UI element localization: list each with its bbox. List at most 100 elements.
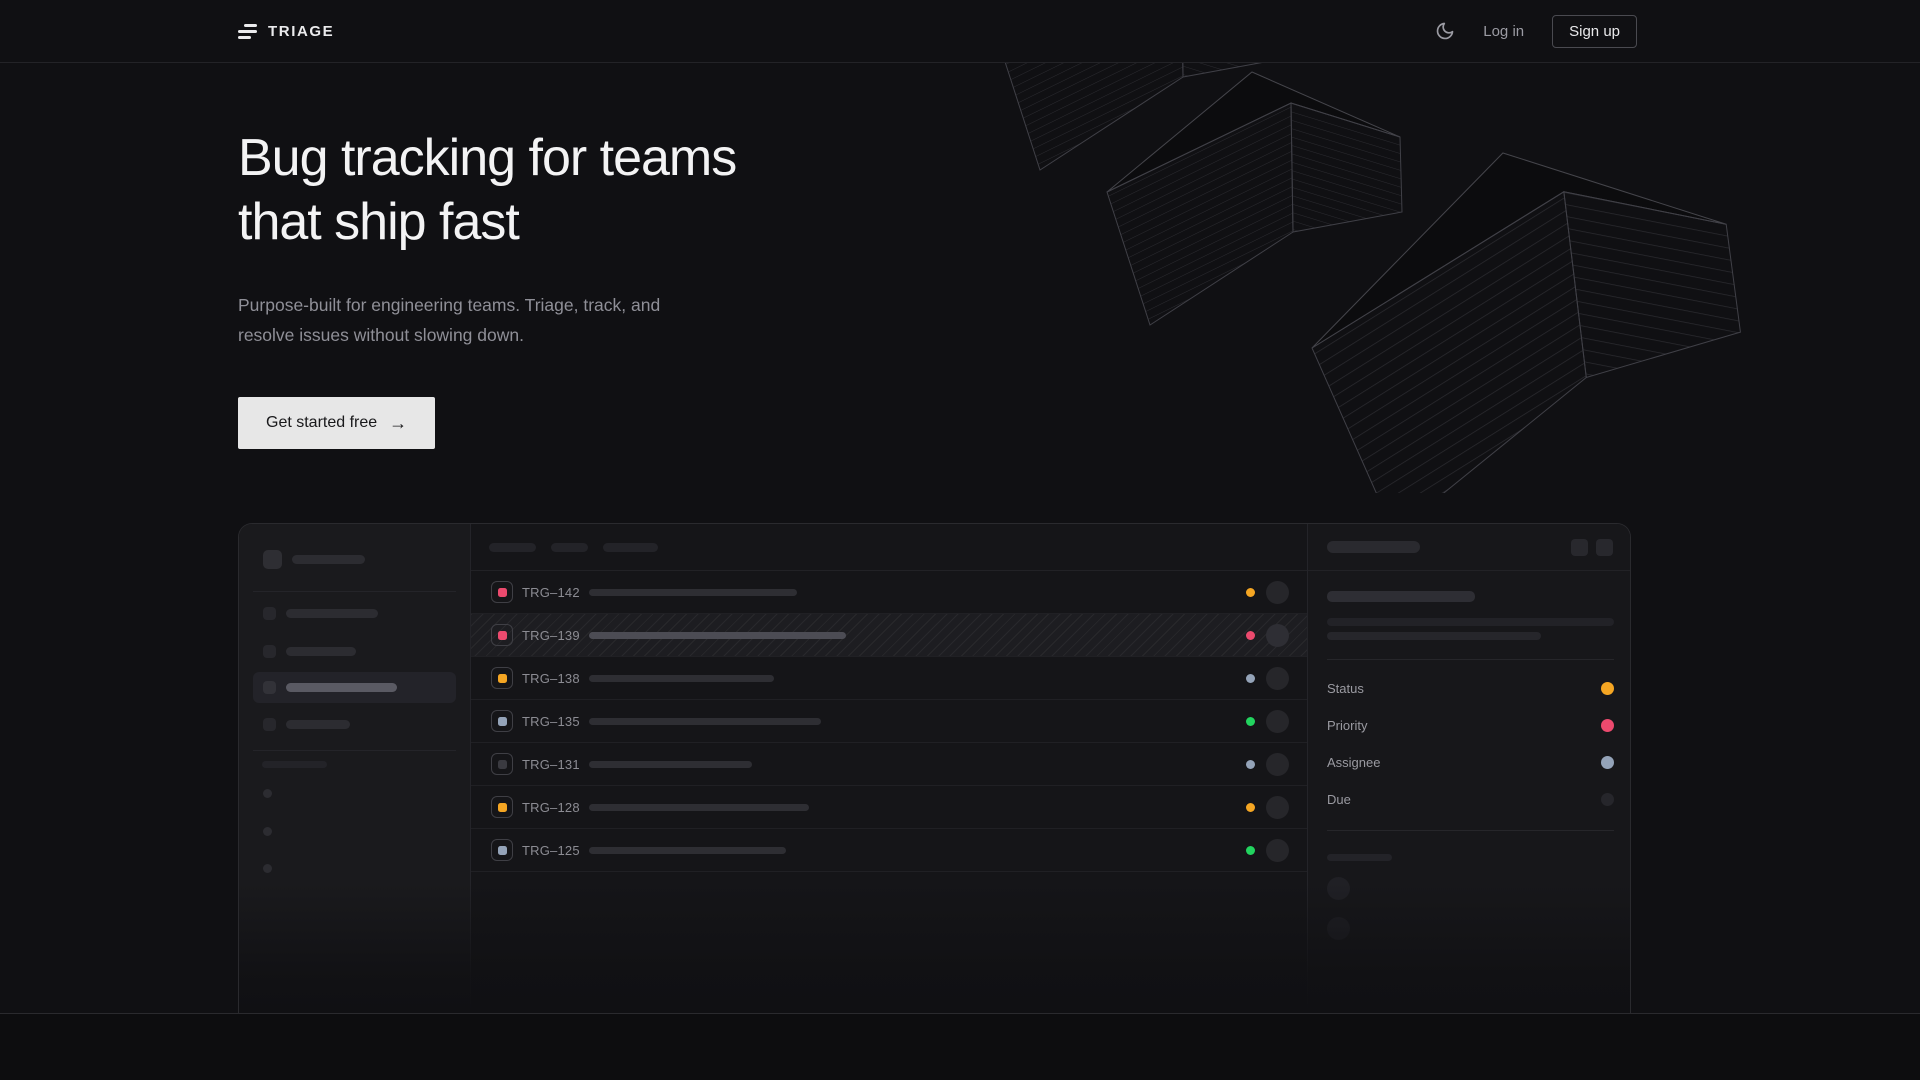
detail-action-button xyxy=(1571,539,1588,556)
issue-row: TRG–142 xyxy=(471,571,1307,614)
assignee-avatar xyxy=(1266,838,1289,862)
hero-title-line1: Bug tracking for teams xyxy=(238,129,737,187)
brand-logo[interactable]: TRIAGE xyxy=(238,23,334,40)
top-nav: TRIAGE Log in Sign up xyxy=(0,0,1920,63)
assignee-avatar xyxy=(1266,623,1289,647)
workspace-avatar xyxy=(263,550,282,569)
detail-description-skeleton xyxy=(1327,632,1541,640)
issue-title-skeleton xyxy=(589,674,774,682)
issue-title-skeleton xyxy=(589,717,821,725)
arrow-right-icon: → xyxy=(389,413,408,433)
activity-label-skeleton xyxy=(1327,854,1392,861)
issue-status-dot xyxy=(1246,759,1255,769)
issue-row: TRG–128 xyxy=(471,786,1307,829)
issue-id: TRG–125 xyxy=(522,842,580,858)
detail-title-skeleton xyxy=(1327,591,1475,602)
app-mockup-card: TRG–142 TRG–139 TRG–138 xyxy=(238,523,1631,1013)
field-value-dot xyxy=(1601,755,1614,769)
issue-type-icon xyxy=(491,753,513,775)
sidebar-divider xyxy=(253,591,456,592)
sidebar-nav-item xyxy=(263,645,356,658)
issue-type-icon xyxy=(491,624,513,646)
workspace-name-skeleton xyxy=(292,555,365,564)
hero-title-line2: that ship fast xyxy=(238,193,520,251)
sidebar-list-dot xyxy=(263,827,272,836)
detail-field-status: Status xyxy=(1327,680,1614,696)
nav-item-skeleton xyxy=(286,720,350,729)
detail-divider xyxy=(1327,659,1614,660)
detail-action-button xyxy=(1596,539,1613,556)
section-divider xyxy=(0,1013,1920,1014)
issue-row: TRG–138 xyxy=(471,657,1307,700)
issue-row: TRG–125 xyxy=(471,829,1307,872)
nav-actions: Log in Sign up xyxy=(1435,14,1637,48)
field-value-dot xyxy=(1601,718,1614,732)
comment-avatar xyxy=(1327,917,1350,940)
field-label: Assignee xyxy=(1327,754,1381,770)
comment-avatar xyxy=(1327,877,1350,900)
field-label: Status xyxy=(1327,680,1364,696)
issue-status-dot xyxy=(1246,845,1255,855)
mockup-detail-panel: Status Priority Assignee Due xyxy=(1307,524,1630,1013)
detail-divider xyxy=(1327,830,1614,831)
issue-title-skeleton xyxy=(589,631,846,639)
detail-header xyxy=(1308,524,1630,571)
filter-pill-skeleton xyxy=(551,542,588,552)
issue-type-icon xyxy=(491,581,513,603)
sidebar-list-dot xyxy=(263,789,272,798)
assignee-avatar xyxy=(1266,666,1289,690)
sign-up-button[interactable]: Sign up xyxy=(1552,14,1637,48)
detail-field-assignee: Assignee xyxy=(1327,754,1614,770)
mockup-workspace-row xyxy=(263,550,365,569)
issue-id: TRG–138 xyxy=(522,670,580,686)
issue-status-dot xyxy=(1246,716,1255,726)
nav-item-icon xyxy=(263,718,276,731)
issue-status-dot xyxy=(1246,673,1255,683)
detail-description-skeleton xyxy=(1327,618,1614,626)
issue-row: TRG–135 xyxy=(471,700,1307,743)
footer-band xyxy=(0,1014,1920,1080)
assignee-avatar xyxy=(1266,752,1289,776)
detail-breadcrumb-skeleton xyxy=(1327,541,1420,553)
assignee-avatar xyxy=(1266,580,1289,604)
field-label: Priority xyxy=(1327,717,1368,733)
issue-row-highlighted: TRG–139 xyxy=(471,614,1307,657)
issue-title-skeleton xyxy=(589,803,809,811)
sidebar-nav-item xyxy=(263,607,378,620)
triage-logo-icon xyxy=(238,23,257,39)
nav-item-skeleton xyxy=(286,647,356,656)
nav-item-icon xyxy=(263,607,276,620)
get-started-button[interactable]: Get started free → xyxy=(238,397,436,449)
mockup-sidebar xyxy=(239,524,471,1013)
issue-status-dot xyxy=(1246,630,1255,640)
issue-status-dot xyxy=(1246,802,1255,812)
issue-title-skeleton xyxy=(589,846,786,854)
assignee-avatar xyxy=(1266,795,1289,819)
issue-id: TRG–131 xyxy=(522,756,580,772)
field-value-dot xyxy=(1601,792,1614,806)
detail-field-priority: Priority xyxy=(1327,717,1614,733)
field-label: Due xyxy=(1327,791,1351,807)
issue-id: TRG–139 xyxy=(522,627,580,643)
issue-status-dot xyxy=(1246,587,1255,597)
issue-title-skeleton xyxy=(589,588,797,596)
moon-icon[interactable] xyxy=(1435,21,1455,41)
issue-row: TRG–131 xyxy=(471,743,1307,786)
nav-item-icon xyxy=(263,645,276,658)
issue-id: TRG–142 xyxy=(522,584,580,600)
sidebar-nav-item xyxy=(263,681,397,694)
issue-type-icon xyxy=(491,839,513,861)
filter-pill-skeleton xyxy=(489,542,536,552)
decorative-wireframe-slabs xyxy=(996,63,1759,493)
issue-type-icon xyxy=(491,796,513,818)
field-value-dot xyxy=(1601,681,1614,695)
get-started-label: Get started free xyxy=(266,414,378,431)
issue-type-icon xyxy=(491,667,513,689)
hero-subtitle: Purpose-built for engineering teams. Tri… xyxy=(238,295,661,345)
nav-item-icon xyxy=(263,681,276,694)
brand-name: TRIAGE xyxy=(268,22,335,40)
assignee-avatar xyxy=(1266,709,1289,733)
sidebar-section-label-skeleton xyxy=(262,761,327,768)
log-in-link[interactable]: Log in xyxy=(1483,22,1525,40)
